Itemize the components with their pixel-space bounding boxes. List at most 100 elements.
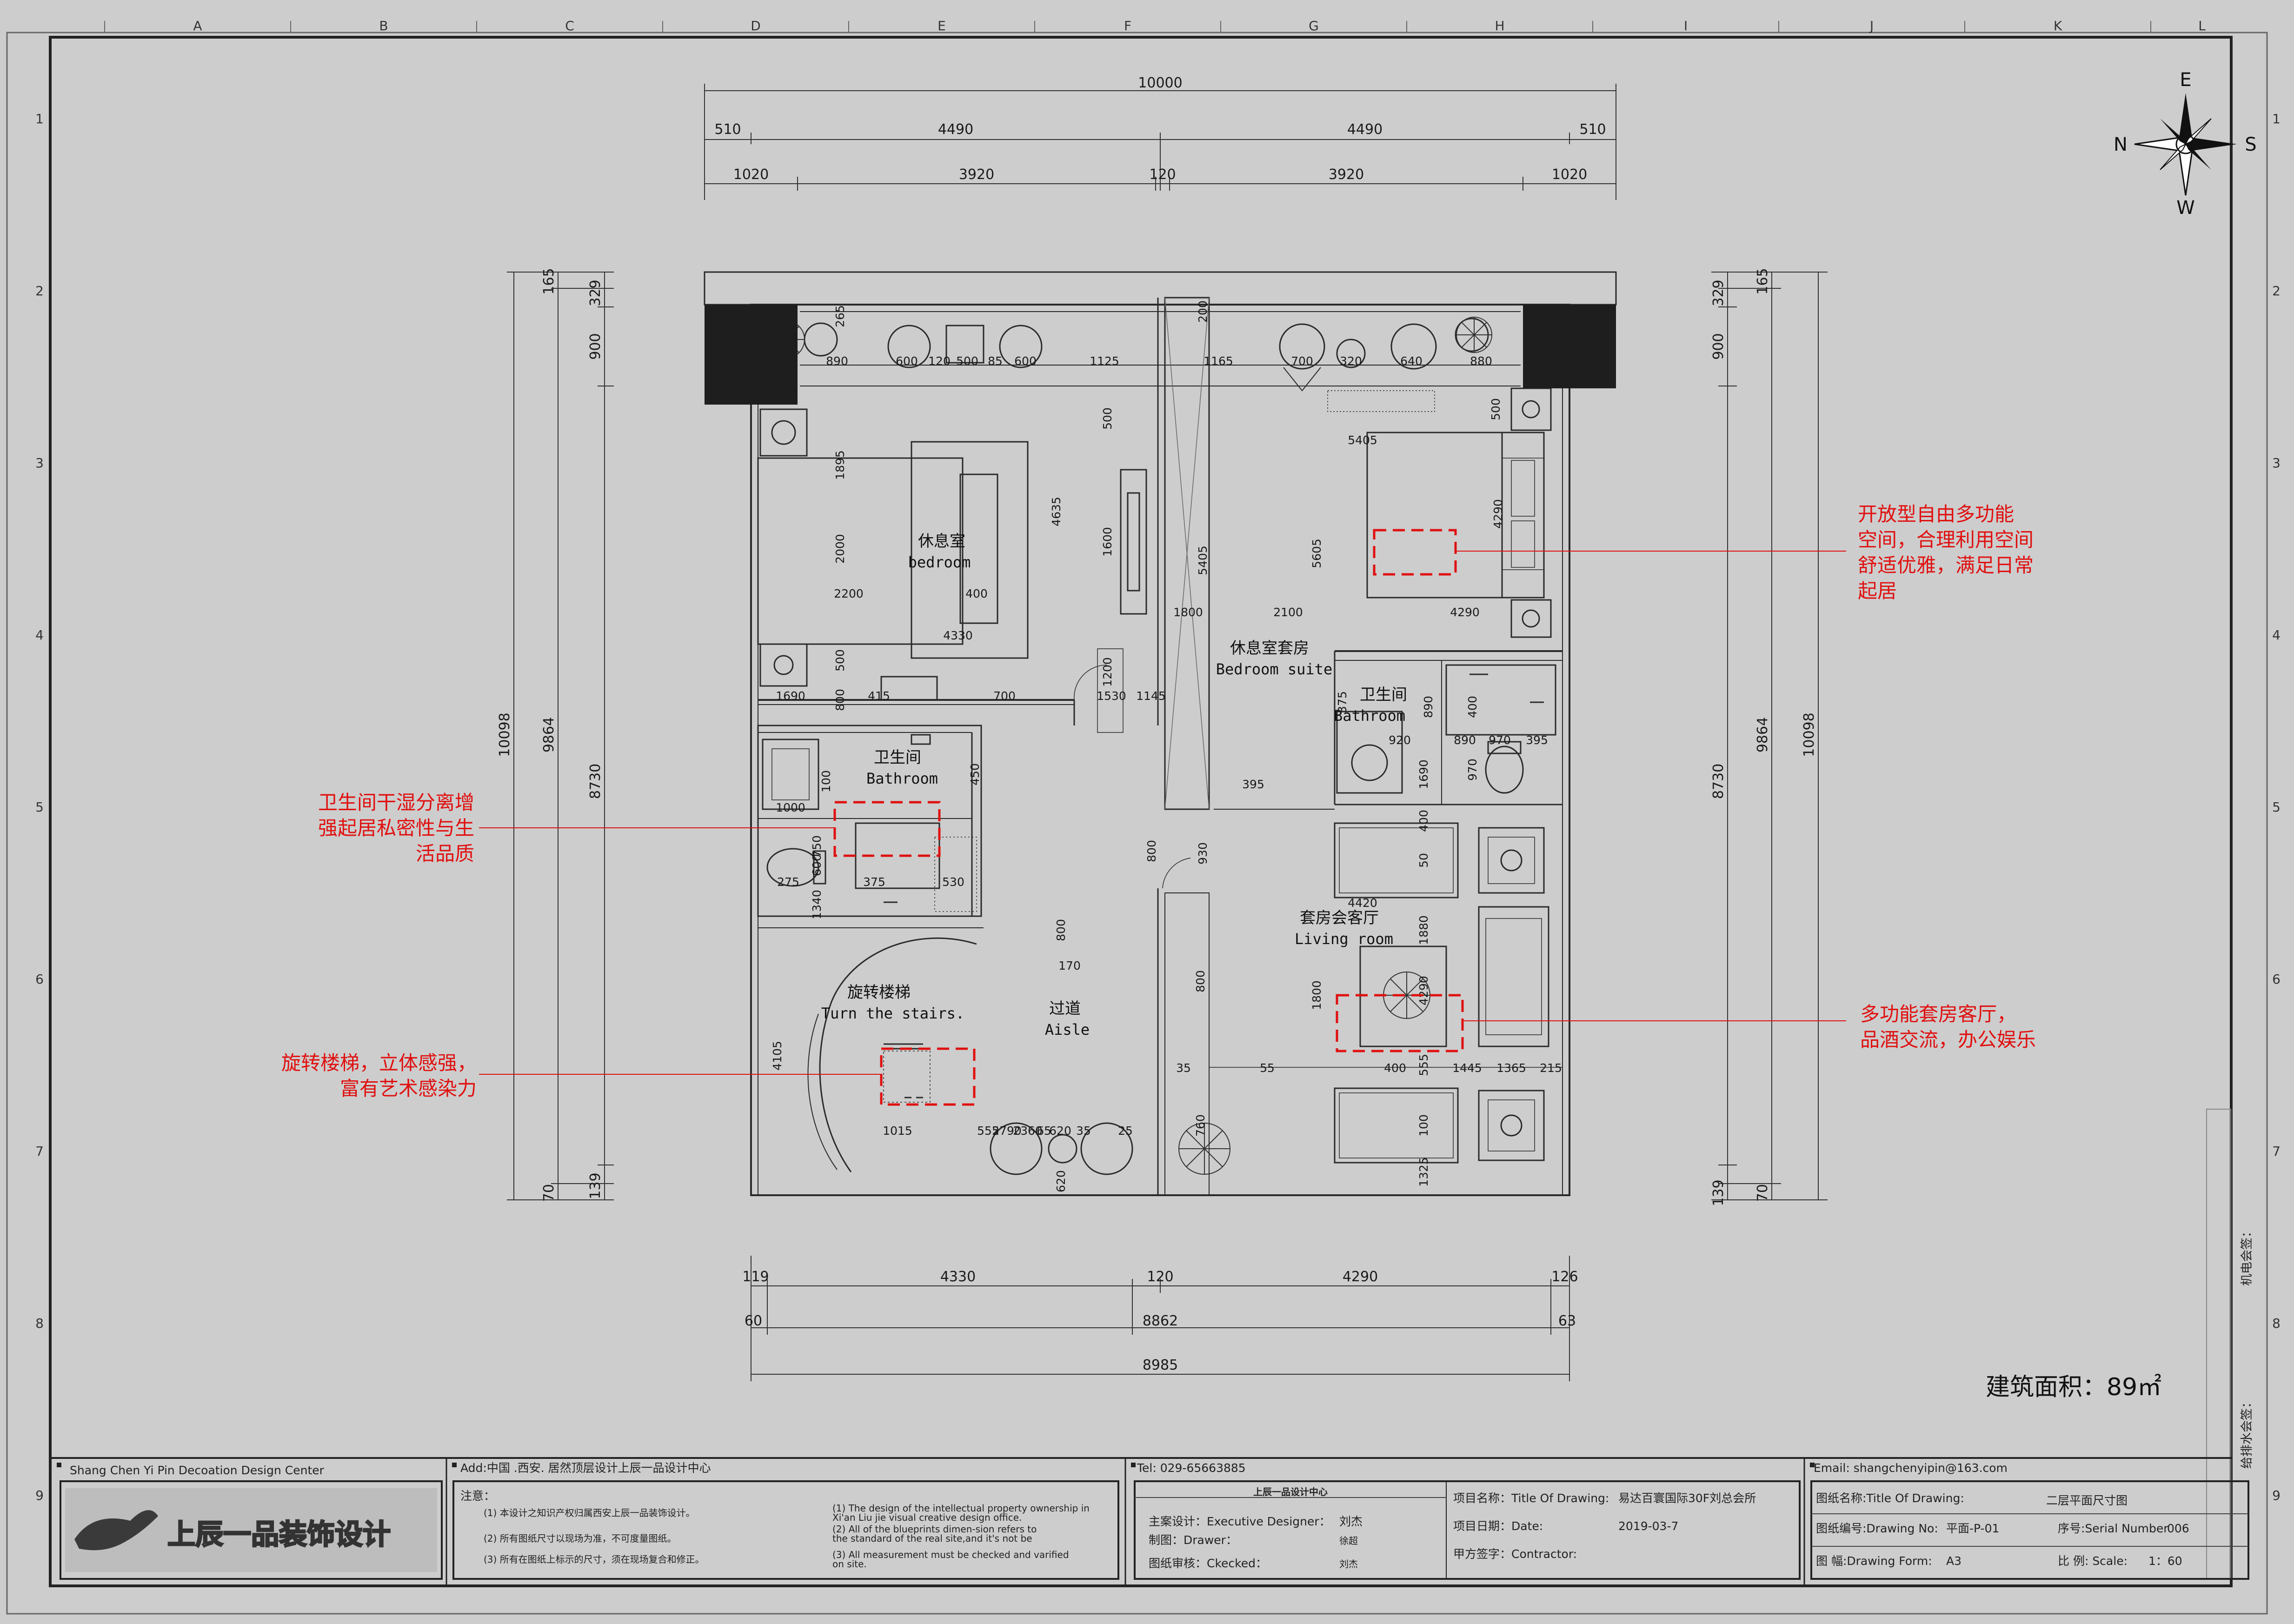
compass-label: N: [2114, 134, 2128, 155]
grid-row-label: 6: [35, 972, 44, 987]
svg-text:2000: 2000: [833, 534, 847, 564]
structural-column: [705, 305, 798, 405]
svg-text:2200: 2200: [834, 587, 864, 600]
svg-text:530: 530: [942, 875, 964, 889]
room-label-bathroom-2: 卫生间: [1360, 686, 1407, 704]
svg-text:555: 555: [977, 1124, 999, 1138]
dim-label: 900: [587, 333, 604, 359]
dim-label: 4490: [1347, 121, 1383, 138]
floor-plan: [704, 271, 1617, 1196]
svg-text:4330: 4330: [943, 629, 973, 642]
svg-text:265: 265: [833, 305, 847, 327]
room-label-aisle-en: Aisle: [1045, 1021, 1090, 1038]
company-tel: Tel: 029-65663885: [1137, 1461, 1246, 1475]
svg-text:空间，合理利用空间: 空间，合理利用空间: [1858, 528, 2034, 551]
grid-row-label: 5: [35, 799, 44, 815]
svg-text:(2) All of the blueprints dime: (2) All of the blueprints dimen-sion ref…: [832, 1524, 1037, 1535]
grid-col-label: D: [751, 18, 761, 33]
svg-text:项目日期：Date:: 项目日期：Date:: [1453, 1519, 1543, 1533]
svg-text:2100: 2100: [1273, 606, 1303, 619]
svg-text:二层平面尺寸图: 二层平面尺寸图: [2046, 1494, 2128, 1507]
dim-label: 139: [587, 1172, 604, 1199]
svg-text:1：60: 1：60: [2148, 1554, 2182, 1568]
svg-text:项目名称：Title Of Drawing:: 项目名称：Title Of Drawing:: [1453, 1491, 1609, 1505]
svg-text:图纸名称:Title Of Drawing:: 图纸名称:Title Of Drawing:: [1816, 1491, 1964, 1505]
svg-text:2790: 2790: [992, 1124, 1022, 1138]
svg-text:500: 500: [833, 649, 847, 672]
right-dimensions: [1711, 272, 1828, 1200]
svg-text:5405: 5405: [1196, 546, 1210, 575]
svg-text:890: 890: [826, 354, 848, 368]
svg-text:4420: 4420: [1348, 896, 1377, 910]
grid-col-label: G: [1309, 18, 1319, 33]
room-label-living: 套房会客厅: [1300, 909, 1379, 927]
dim-label: 165: [1755, 268, 1771, 294]
dim-label: 70: [541, 1184, 557, 1202]
svg-text:富有艺术感染力: 富有艺术感染力: [340, 1077, 477, 1100]
grid-col-label: L: [2198, 18, 2206, 33]
svg-text:徐超: 徐超: [1339, 1535, 1358, 1546]
logo-text: 上辰一品装饰设计: [167, 1518, 391, 1551]
grid-row-label: 9: [35, 1488, 44, 1503]
svg-text:890: 890: [1422, 696, 1435, 718]
svg-text:1000: 1000: [776, 801, 805, 814]
room-label-stairs-en: Turn the stairs.: [821, 1005, 964, 1022]
note-open-space: 开放型自由多功能 空间，合理利用空间 舒适优雅，满足日常 起居: [1858, 503, 2034, 602]
note-stairs: 旋转楼梯，立体感强， 富有艺术感染力: [281, 1052, 477, 1100]
dim-label: 10098: [1801, 712, 1817, 757]
svg-text:395: 395: [1526, 733, 1548, 747]
dim-label: 510: [1579, 121, 1606, 138]
svg-text:(1) 本设计之知识产权归属西安上辰一品装饰设计。: (1) 本设计之知识产权归属西安上辰一品装饰设计。: [484, 1507, 695, 1518]
grid-row-label: 2: [2272, 283, 2281, 299]
company-logo: 上辰一品装饰设计: [65, 1488, 437, 1572]
svg-text:(2) 所有图纸尺寸以现场为准，不可度量图纸。: (2) 所有图纸尺寸以现场为准，不可度量图纸。: [484, 1533, 677, 1544]
svg-text:1895: 1895: [833, 450, 847, 480]
grid-row-labels: 1 2 3 4 5 6 7 8 9 1 2 3 4 5 6 7 8 9: [35, 111, 2281, 1503]
svg-text:主案设计：Executive Designer：: 主案设计：Executive Designer：: [1149, 1515, 1331, 1528]
compass-rose: E N S W: [2114, 69, 2257, 219]
dim-label: 60: [745, 1313, 762, 1329]
svg-text:注意：: 注意：: [460, 1489, 495, 1503]
grid-row-label: 4: [2272, 627, 2281, 643]
grid-row-label: 7: [35, 1144, 44, 1159]
svg-text:400: 400: [1384, 1061, 1406, 1075]
svg-text:880: 880: [1470, 354, 1492, 368]
svg-text:制图：Drawer：: 制图：Drawer：: [1149, 1533, 1237, 1547]
svg-text:555: 555: [1417, 1054, 1430, 1076]
grid-col-label: H: [1495, 18, 1504, 33]
svg-text:375: 375: [1336, 691, 1349, 713]
svg-text:450: 450: [968, 763, 982, 785]
svg-text:25: 25: [1118, 1124, 1133, 1138]
grid-col-label: K: [2054, 18, 2062, 33]
room-label-bedroom-en: bedroom: [908, 553, 971, 571]
svg-text:1690: 1690: [776, 689, 805, 703]
svg-text:100: 100: [1417, 1114, 1430, 1137]
svg-text:2360: 2360: [1013, 1124, 1043, 1138]
svg-text:1530: 1530: [1097, 689, 1126, 703]
side-signoff: 机电会签： 给排水会签：: [2206, 1109, 2254, 1579]
grid-row-label: 3: [2272, 455, 2281, 471]
svg-text:395: 395: [1242, 778, 1264, 791]
dim-label: 1020: [1552, 166, 1587, 183]
svg-text:920: 920: [1389, 733, 1411, 747]
grid-col-label: B: [379, 18, 388, 33]
room-label-aisle: 过道: [1049, 999, 1081, 1018]
svg-text:易达百寰国际30F刘总会所: 易达百寰国际30F刘总会所: [1618, 1491, 1756, 1505]
dim-label: 63: [1558, 1313, 1576, 1329]
title-block: Shang Chen Yi Pin Decoation Design Cente…: [50, 1457, 2249, 1586]
svg-text:刘杰: 刘杰: [1339, 1515, 1363, 1528]
svg-text:2019-03-7: 2019-03-7: [1618, 1519, 1678, 1533]
note-bathroom: 卫生间干湿分离增 强起居私密性与生 活品质: [318, 791, 474, 865]
grid-col-label: A: [193, 18, 202, 33]
svg-text:640: 640: [1400, 354, 1423, 368]
company-email: Email: shangchenyipin@163.com: [1814, 1461, 2008, 1475]
svg-text:275: 275: [777, 875, 799, 889]
svg-text:600: 600: [896, 354, 918, 368]
svg-text:1600: 1600: [1101, 527, 1114, 557]
svg-text:强起居私密性与生: 强起居私密性与生: [318, 817, 474, 839]
inner-border: [49, 36, 2233, 1587]
dim-label: 8730: [1710, 764, 1727, 799]
svg-text:35: 35: [1076, 1124, 1091, 1138]
svg-text:4105: 4105: [771, 1041, 784, 1071]
